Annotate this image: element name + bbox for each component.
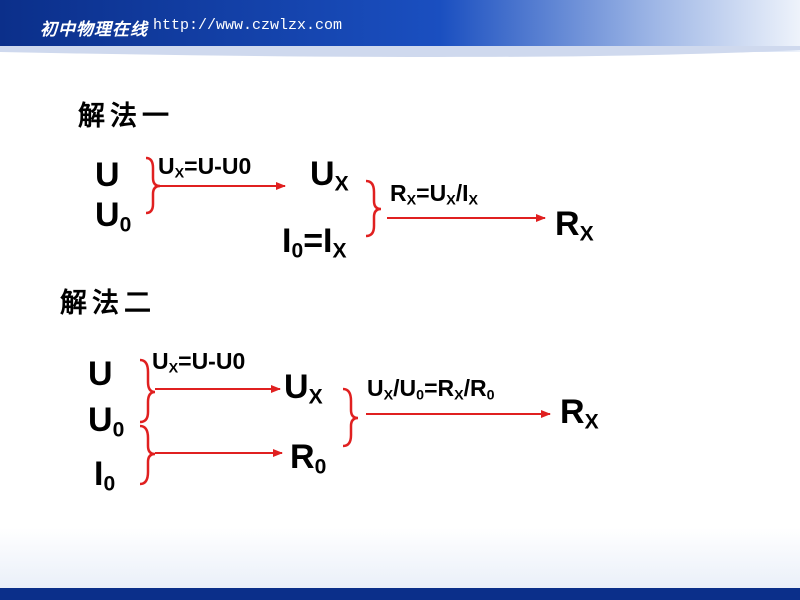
method1-title: 解法一	[78, 101, 174, 132]
method1-step2-formula: RX=UX/IX	[390, 180, 478, 209]
method2-step2-formula: UX/U0=RX/R0	[367, 375, 495, 404]
method2-input-u: U	[88, 355, 113, 393]
method2-result-r0: R0	[290, 438, 327, 479]
method1-input-u: U	[95, 156, 120, 194]
method2-input-i0: I0	[94, 455, 116, 496]
header-wave-decoration	[0, 46, 800, 57]
footer-fade	[0, 528, 800, 588]
method1-input-u0: U0	[95, 196, 132, 237]
site-url[interactable]: http://www.czwlzx.com	[153, 17, 343, 34]
method2-input-u0: U0	[88, 401, 125, 442]
method2-brace-right	[342, 387, 359, 448]
method1-result-i-equal: I0=IX	[282, 222, 347, 263]
method2-result-ux: UX	[284, 368, 323, 409]
method1-step1-formula: UX=U-U0	[158, 153, 252, 182]
method2-brace-bottom	[139, 424, 156, 486]
method1-brace-right	[365, 179, 382, 238]
header-banner: 初中物理在线 http://www.czwlzx.com	[0, 0, 800, 52]
method2-final-rx: RX	[560, 393, 599, 434]
method2-brace-top	[139, 358, 156, 424]
site-logo: 初中物理在线	[40, 20, 148, 40]
method2-step1-formula: UX=U-U0	[152, 348, 246, 377]
method2-title: 解法二	[60, 288, 156, 319]
method1-result-ux: UX	[310, 155, 349, 196]
method1-final-rx: RX	[555, 205, 594, 246]
footer-bar	[0, 588, 800, 600]
method1-brace-left	[145, 156, 161, 215]
